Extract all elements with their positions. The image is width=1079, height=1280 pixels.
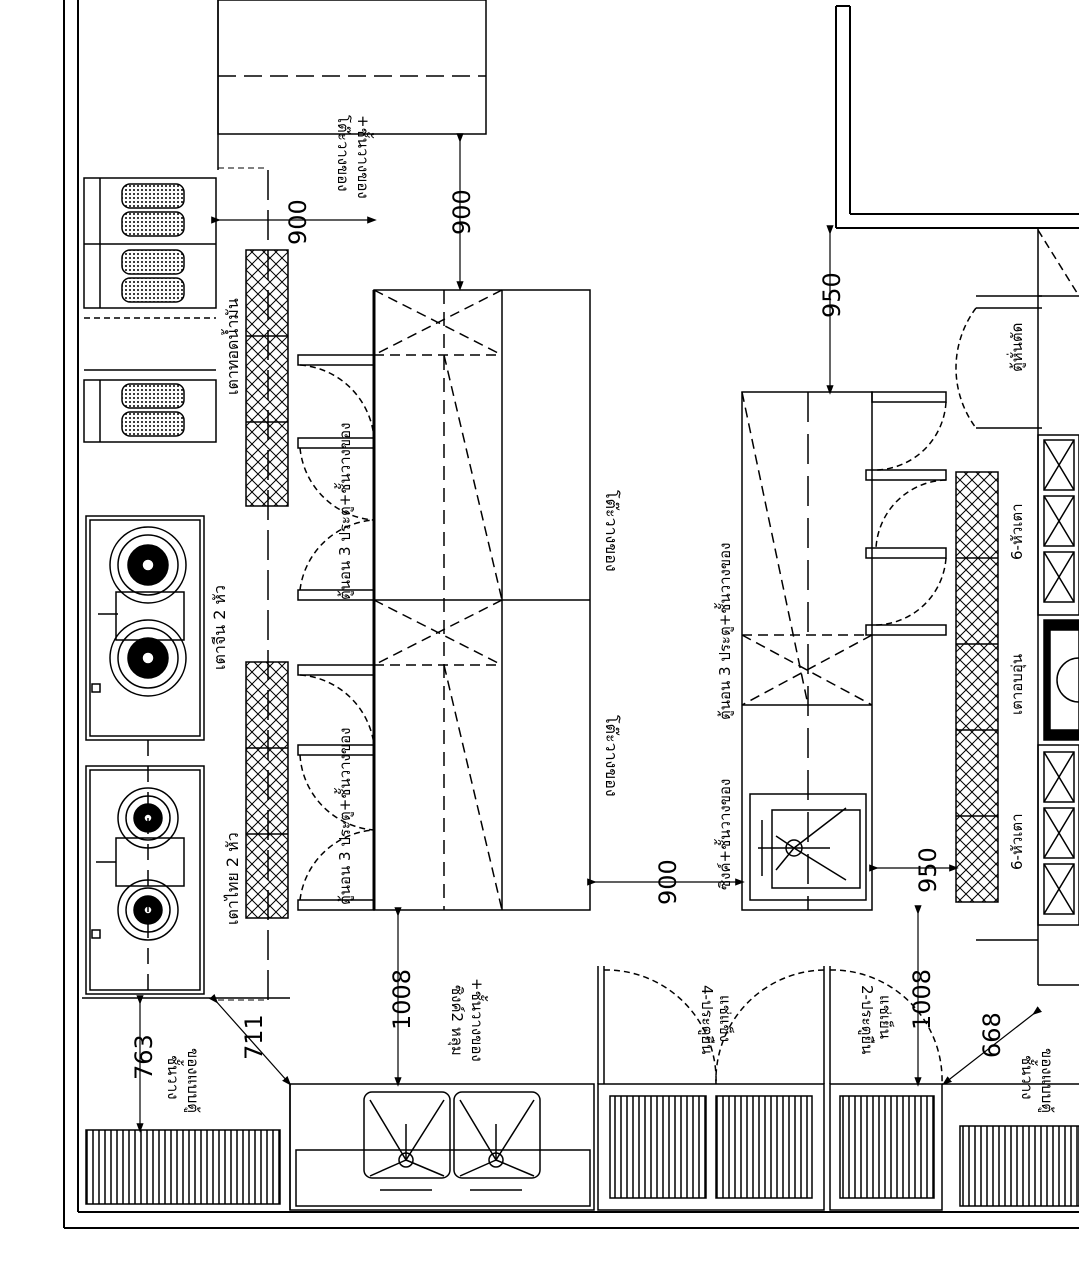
stove6-top-label: 6-หัวเตา	[1008, 503, 1026, 560]
dimension-lines	[136, 133, 1042, 1133]
shelf-right-label-1: ชั้นวาง	[1018, 1055, 1038, 1100]
exhaust-hood-left	[245, 170, 289, 1000]
main-island	[297, 289, 591, 911]
bottom-row	[82, 966, 1079, 1211]
thai-stove	[85, 740, 205, 995]
table-shelf-top-label-1: โต๊ะวางของ	[334, 115, 352, 192]
island-cabinet-label: ตู้นอน 3 ประตู+ชั้นวางของ	[714, 543, 734, 720]
stove6-bottom-label: 6-หัวเตา	[1008, 813, 1026, 870]
dimension-900-left: 900	[448, 189, 476, 235]
shelf-right-label-2: ของแบบตู้	[1038, 1048, 1056, 1113]
dimension-1008-left: 1008	[388, 969, 416, 1030]
fridge2-label-2: แช่เย็น	[876, 995, 895, 1039]
island-sink-label: ซิงค์+ชั้นวางของ	[714, 779, 734, 890]
thai-stove-label: เตาไทย 2 หัว	[223, 832, 242, 925]
dimension-950-mid: 950	[914, 847, 942, 893]
dimension-763: 763	[130, 1034, 158, 1080]
top-storage-block	[77, 0, 487, 170]
shelf-left-label-2: ของแบบตู้	[184, 1048, 202, 1113]
wok-stove	[85, 515, 205, 741]
right-stove-line	[955, 228, 1079, 986]
wok-stove-label: เตาจีน 2 หัว	[210, 585, 229, 670]
double-sink-label-2: +ชั้นวางของ	[468, 978, 488, 1062]
fridge4-label-1: 4-ประตูยืน	[698, 985, 716, 1054]
fridge4-label-2: แช่แข็ง	[716, 995, 735, 1042]
double-sink-label-1: ซิงค์2 หลุม	[447, 985, 466, 1056]
dimension-900-top: 900	[284, 199, 312, 245]
dimension-668: 668	[978, 1012, 1006, 1058]
fryer-label: เตาทอดน้ำมัน	[221, 298, 242, 395]
dimension-950-top: 950	[818, 272, 846, 318]
fridge2-label-1: 2-ประตูยืน	[858, 985, 876, 1054]
table-bottom-label: โต๊ะวางของ	[602, 715, 621, 797]
fryer-units	[83, 177, 217, 443]
shelf-left-label-1: ชั้นวาง	[164, 1055, 184, 1100]
walls	[63, 0, 1079, 1229]
dimension-1008-right: 1008	[908, 969, 936, 1030]
table-shelf-top-label-2: +ชั้นวางของ	[354, 115, 374, 199]
cabinet-bottom-label: ตู้นอน 3 ประตู+ชั้นวางของ	[334, 728, 354, 905]
cut-cabinet-label: ตู้หั่นตัด	[1006, 323, 1026, 372]
cabinet-top-label: ตู้นอน 3 ประตู+ชั้นวางของ	[334, 423, 354, 600]
oven-stove-label: เตาอบอุ่น	[1008, 654, 1027, 715]
right-island	[741, 391, 947, 911]
dimension-711: 711	[240, 1014, 268, 1060]
dimension-900-mid: 900	[654, 859, 682, 905]
table-top-label: โต๊ะวางของ	[602, 490, 621, 572]
